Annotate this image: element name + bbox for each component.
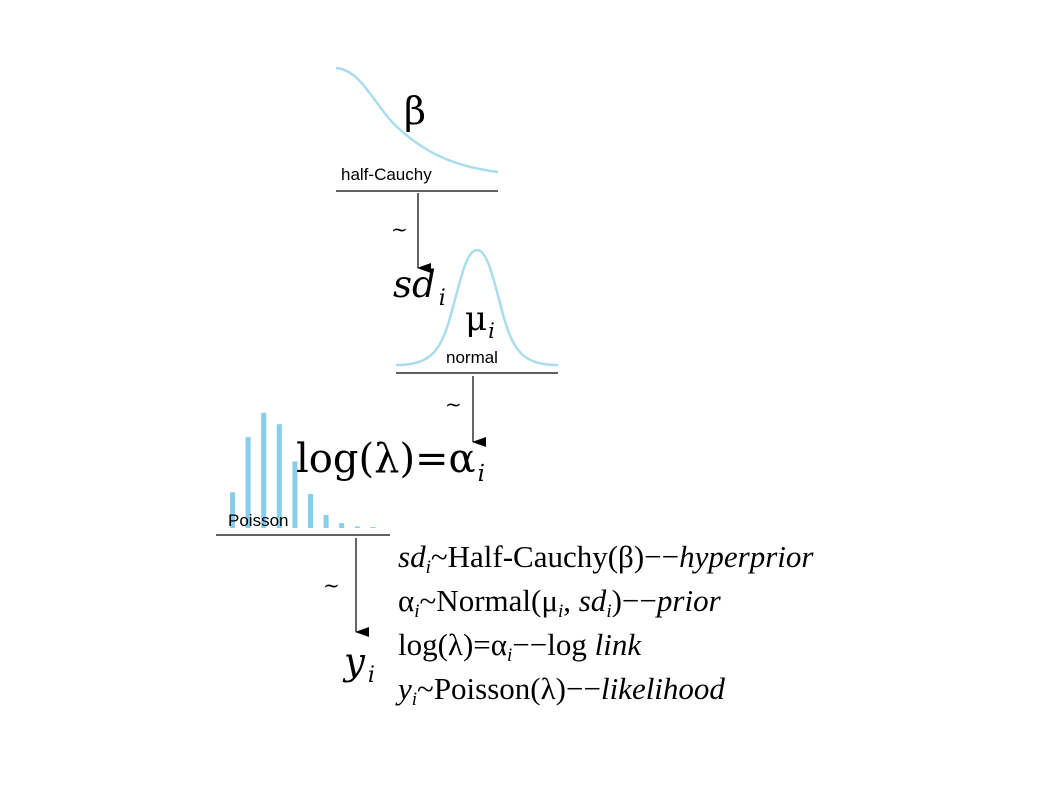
tilde-alpha-y: ~ — [323, 573, 340, 597]
poisson-bar — [276, 424, 282, 528]
poisson-bar — [339, 523, 345, 528]
normal-block: μi normal — [395, 248, 559, 374]
poisson-bar — [261, 412, 267, 528]
equation-link: log(λ)=αi−−log link — [398, 627, 642, 666]
poisson-bar — [308, 493, 313, 528]
equation-hyperprior: sdi~Half-Cauchy(β)−−hyperprior — [398, 539, 814, 578]
normal-label: normal — [446, 348, 498, 367]
poisson-bar — [354, 526, 360, 528]
poisson-bar — [245, 437, 251, 528]
poisson-bar — [230, 492, 235, 528]
equation-prior: αi~Normal(μi, sdi)−−prior — [398, 583, 721, 622]
poisson-bar — [323, 515, 329, 528]
beta-symbol: β — [404, 89, 426, 133]
poisson-bar — [370, 527, 376, 528]
mu-node: μi — [465, 299, 495, 343]
half-cauchy-curve — [335, 66, 499, 174]
half-cauchy-block: β half-Cauchy — [335, 66, 499, 192]
half-cauchy-label: half-Cauchy — [341, 165, 432, 184]
tilde-beta-sd: ~ — [391, 217, 408, 241]
tilde-mu-alpha: ~ — [445, 392, 462, 416]
poisson-label: Poisson — [228, 511, 288, 530]
poisson-bars — [230, 412, 376, 528]
log-lambda-alpha-node: log(λ)=αi — [296, 436, 485, 487]
equation-likelihood: yi~Poisson(λ)−−likelihood — [398, 671, 725, 710]
normal-curve — [395, 248, 559, 367]
poisson-bar — [292, 461, 298, 528]
